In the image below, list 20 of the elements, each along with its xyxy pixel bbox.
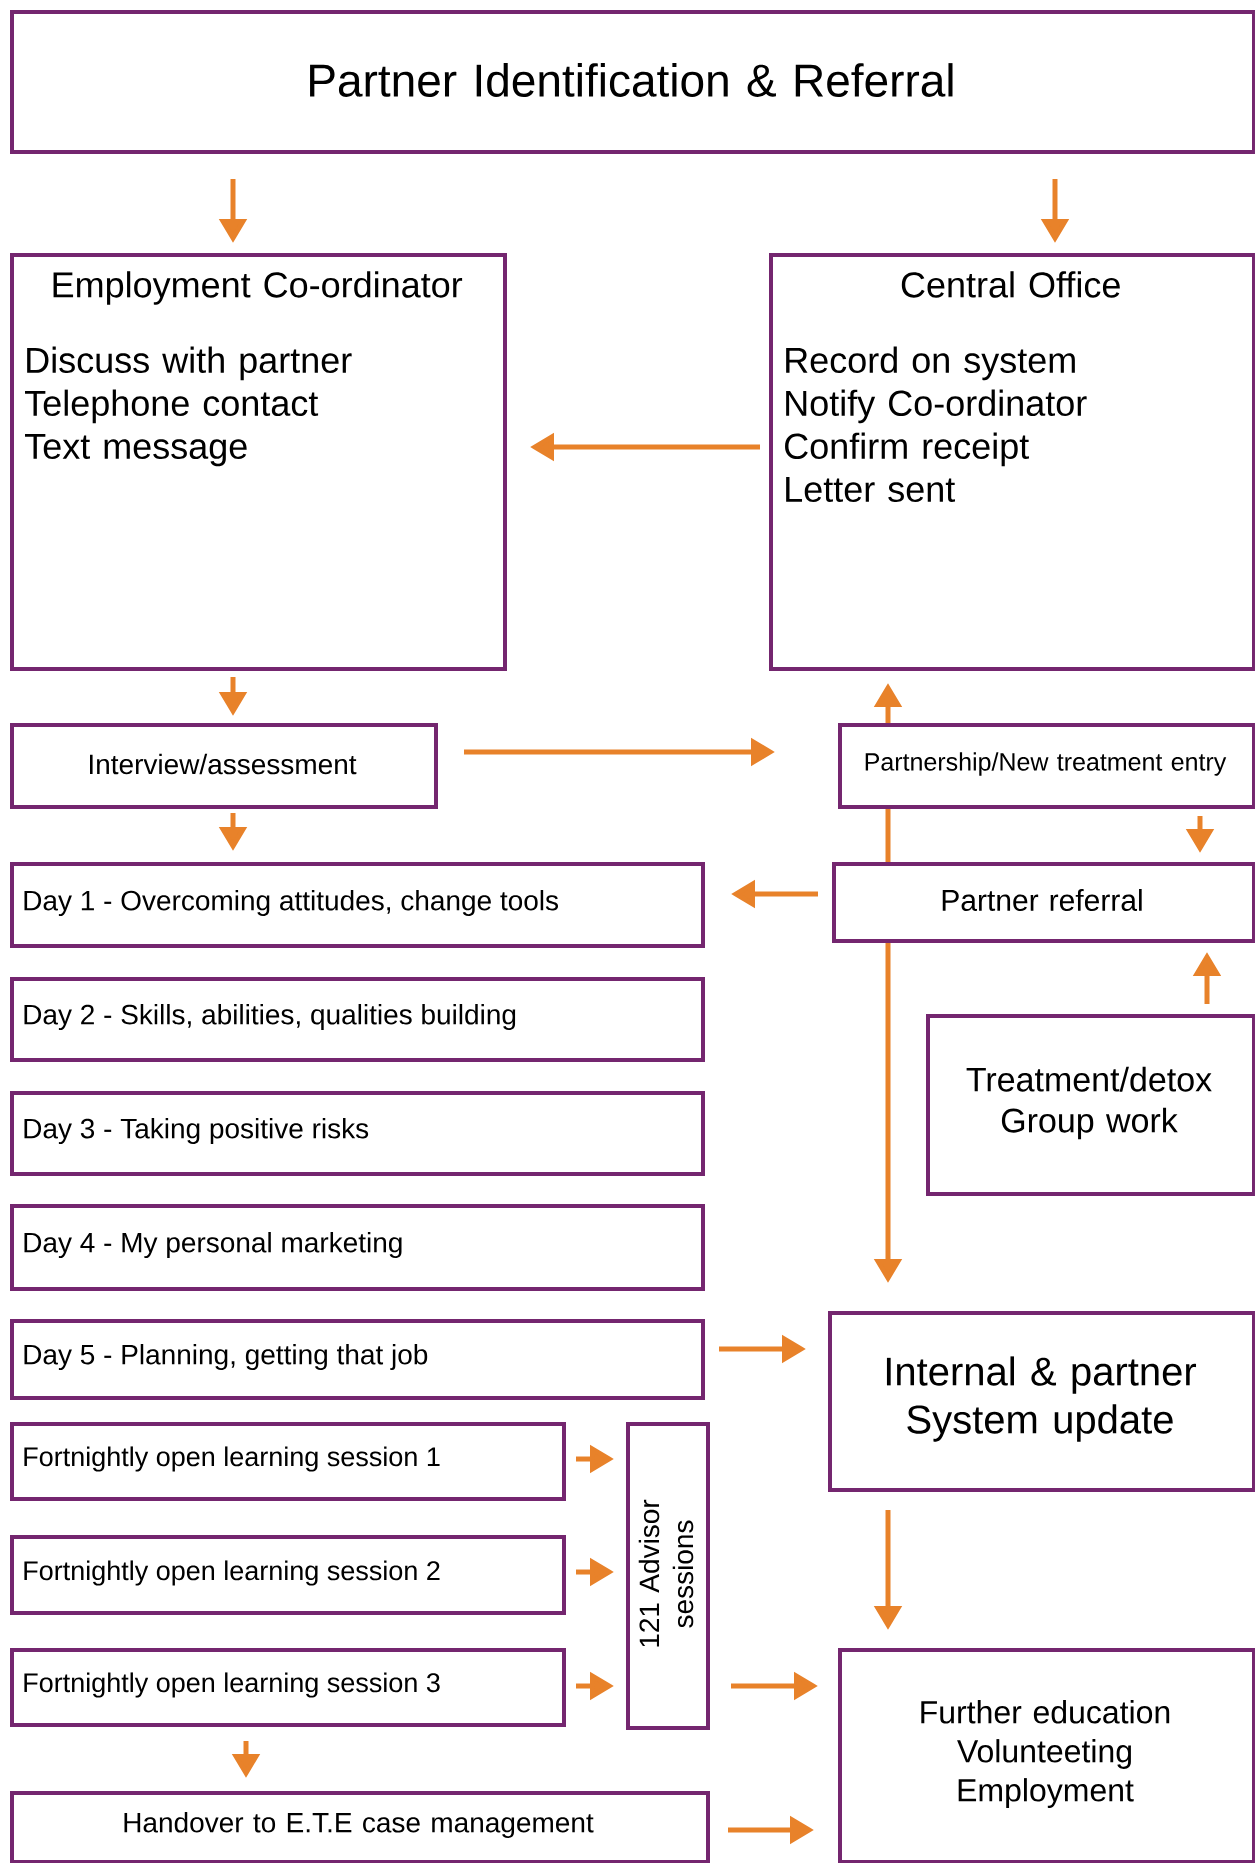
process-box: Day 3 - Taking positive risks (10, 1091, 705, 1176)
process-box: Partnership/New treatment entry (838, 723, 1255, 809)
process-box: Fortnightly open learning session 2 (10, 1535, 566, 1615)
connector-line (885, 809, 891, 862)
process-box: Day 1 - Overcoming attitudes, change tools (10, 862, 705, 948)
process-box: Day 4 - My personal marketing (10, 1204, 705, 1291)
process-box: Further education Volunteeting Employment (838, 1648, 1255, 1863)
process-box: Fortnightly open learning session 1 (10, 1422, 566, 1501)
process-box: Employment Co-ordinator Discuss with partner Telephone contact Text message (10, 253, 507, 671)
process-box: Treatment/detox Group work (926, 1014, 1255, 1196)
process-box: Interview/assessment (10, 723, 438, 809)
process-box: 121 Advisor sessions (626, 1422, 710, 1730)
title-box: Partner Identification & Referral (10, 10, 1255, 154)
process-box: Partner referral (832, 862, 1255, 943)
process-box: Internal & partner System update (828, 1311, 1255, 1492)
process-box: Day 5 - Planning, getting that job (10, 1319, 705, 1400)
process-box: Handover to E.T.E case management (10, 1791, 710, 1863)
process-box: Day 2 - Skills, abilities, qualities building (10, 977, 705, 1062)
process-box: Fortnightly open learning session 3 (10, 1648, 566, 1727)
process-box: Central Office Record on system Notify Co-ordinator Confirm receipt Letter sent (769, 253, 1255, 671)
